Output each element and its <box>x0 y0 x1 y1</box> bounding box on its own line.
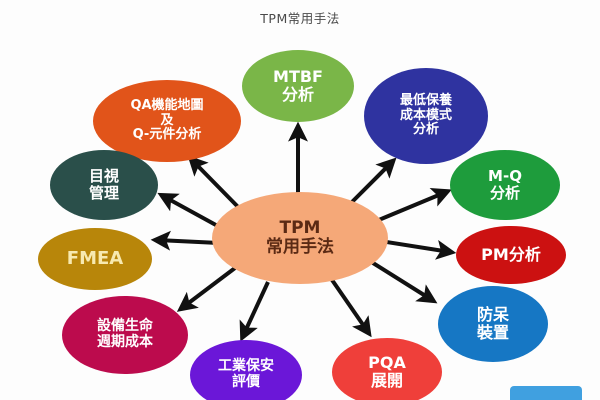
node-label-line: 最低保養 <box>399 93 452 109</box>
node-label-line: Q-元件分析 <box>132 127 202 143</box>
arrow-to-pqa-deployment <box>328 275 372 338</box>
node-label-line: 及 <box>160 112 174 128</box>
node-fmea[interactable]: FMEA <box>38 228 152 290</box>
node-label-line: 分析 <box>412 122 439 138</box>
node-label-line: MTBF <box>273 67 323 87</box>
node-label-line: 管理 <box>88 184 119 202</box>
node-label-line: 目視 <box>88 167 119 186</box>
node-label-line: PM分析 <box>481 245 541 265</box>
node-label-line: 常用手法 <box>266 237 334 257</box>
node-label-line: 成本模式 <box>399 107 452 123</box>
node-pm-analysis[interactable]: PM分析 <box>456 226 566 284</box>
arrow-to-industrial-safety <box>239 281 270 342</box>
node-label-line: 防呆 <box>476 305 509 325</box>
node-label-line: 週期成本 <box>97 334 153 350</box>
watermark-badge <box>510 386 582 400</box>
arrow-to-fmea <box>150 230 220 251</box>
arrow-to-mq-analysis <box>373 188 452 224</box>
node-industrial-safety-evaluation[interactable]: 工業保安評價 <box>190 340 302 400</box>
node-label-line: M-Q <box>488 167 522 186</box>
node-label-line: 設備生命 <box>97 318 153 335</box>
node-label-line: 裝置 <box>476 323 509 342</box>
node-label-line: 評價 <box>232 374 260 390</box>
node-label-line: 分析 <box>489 184 520 202</box>
node-label-line: QA機能地圖 <box>130 98 204 114</box>
arrow-to-qa-function-map <box>187 155 245 214</box>
page-title: TPM常用手法 <box>260 11 340 26</box>
node-label-line: TPM <box>279 217 321 238</box>
node-label-line: 分析 <box>281 85 314 104</box>
node-label-line: 工業保安 <box>218 358 274 375</box>
node-label-line: PQA <box>368 353 406 373</box>
node-equipment-lifecycle-cost[interactable]: 設備生命週期成本 <box>62 296 188 374</box>
node-mistake-proofing[interactable]: 防呆裝置 <box>438 286 548 362</box>
arrow-to-mistake-proofing <box>363 256 438 304</box>
arrow-to-equipment-lifecycle-cost <box>176 266 237 312</box>
node-label-line: FMEA <box>66 247 124 269</box>
arrow-to-min-maintenance-cost <box>344 157 397 210</box>
node-min-maintenance-cost[interactable]: 最低保養成本模式分析 <box>364 68 488 164</box>
node-label-line: 展開 <box>370 371 403 390</box>
node-visual-management[interactable]: 目視管理 <box>50 150 158 220</box>
